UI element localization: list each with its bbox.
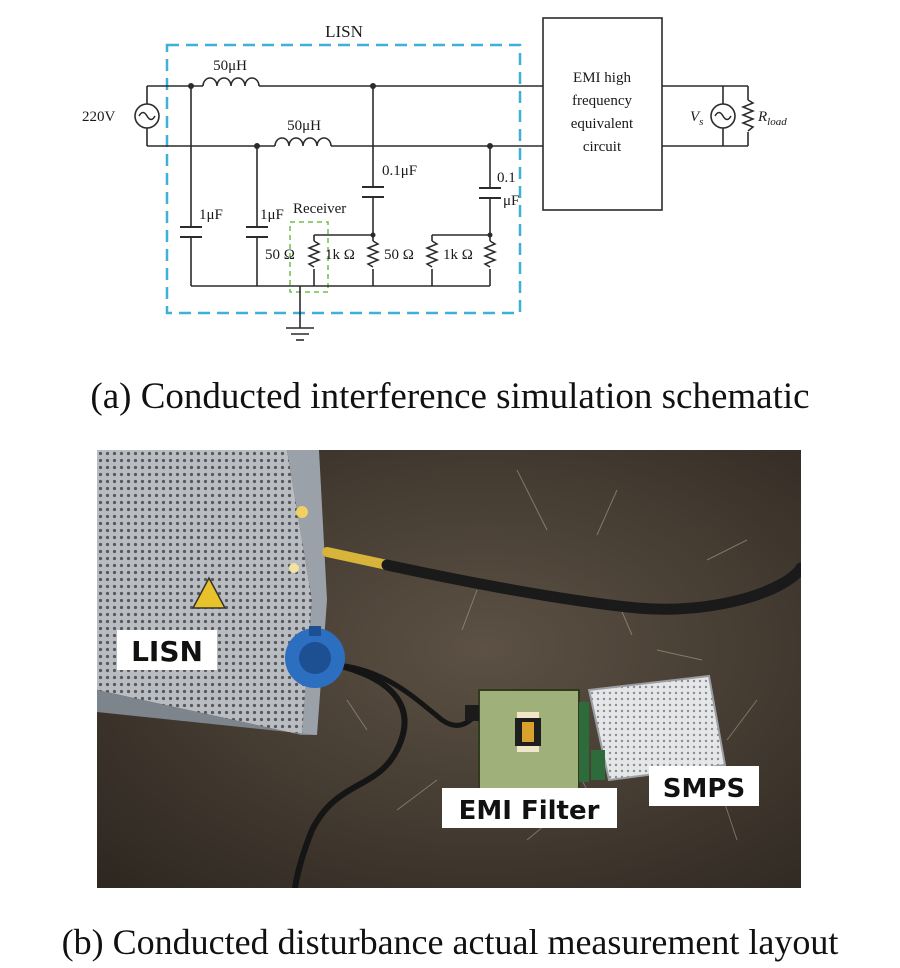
receiver-label: Receiver xyxy=(293,201,346,217)
wires xyxy=(146,85,749,341)
cap-right-label-line2: μF xyxy=(503,193,519,209)
photo-emi-filter-label: EMI Filter xyxy=(459,796,600,826)
inductor-bottom xyxy=(274,137,332,147)
emi-box-line-2: frequency xyxy=(572,93,632,109)
cap-mid-label: 0.1μF xyxy=(382,163,417,179)
res-3-label: 50 Ω xyxy=(384,247,414,263)
lisn-label: LISN xyxy=(325,22,363,41)
inductor-bottom-label: 50μH xyxy=(287,118,321,134)
vs-main: V xyxy=(690,109,701,125)
caption-b: (b) Conducted disturbance actual measure… xyxy=(61,922,839,962)
conducted-interference-schematic: LISN xyxy=(82,17,787,341)
res-1-label: 50 Ω xyxy=(265,247,295,263)
ac-source xyxy=(134,103,160,129)
photo-smps-label: SMPS xyxy=(663,774,745,804)
resistors xyxy=(306,240,498,268)
vs-label: Vs xyxy=(690,109,703,128)
vs-source xyxy=(710,103,736,129)
vs-sub: s xyxy=(699,116,703,128)
rload-main: R xyxy=(757,109,767,125)
rload-sub: load xyxy=(767,116,787,128)
rload-label: Rload xyxy=(757,109,787,128)
emi-box-line-1: EMI high xyxy=(573,70,631,86)
rload-resistor xyxy=(740,99,756,132)
emi-equivalent-box xyxy=(542,17,663,211)
res-2-label: 1k Ω xyxy=(325,247,355,263)
receiver-boundary xyxy=(289,221,329,293)
inductor-top xyxy=(202,77,260,87)
cap-left-2-label: 1μF xyxy=(260,207,284,223)
emi-box-line-4: circuit xyxy=(583,139,622,155)
photo-lisn-label-bg xyxy=(117,630,217,670)
capacitors xyxy=(180,186,501,238)
measurement-layout-photo: LISN EMI Filter SMPS xyxy=(97,450,801,888)
lisn-boundary xyxy=(165,43,522,315)
inductor-top-label: 50μH xyxy=(213,58,247,74)
emi-filter-board xyxy=(465,689,589,791)
cap-right-label-line1: 0.1 xyxy=(497,170,516,186)
photo-emi-filter-label-bg xyxy=(442,788,617,828)
smps-unit xyxy=(587,674,727,782)
caption-a: (a) Conducted interference simulation sc… xyxy=(90,376,810,417)
cables xyxy=(292,547,801,888)
res-4-label: 1k Ω xyxy=(443,247,473,263)
cap-left-1-label: 1μF xyxy=(199,207,223,223)
emi-box-line-3: equivalent xyxy=(571,116,634,132)
lisn-device xyxy=(97,450,327,735)
photo-smps-label-bg xyxy=(649,766,759,806)
photo-lisn-label: LISN xyxy=(131,635,203,668)
junction-dots xyxy=(188,83,493,238)
blue-power-plug xyxy=(285,626,345,688)
source-voltage-label: 220V xyxy=(82,109,116,125)
